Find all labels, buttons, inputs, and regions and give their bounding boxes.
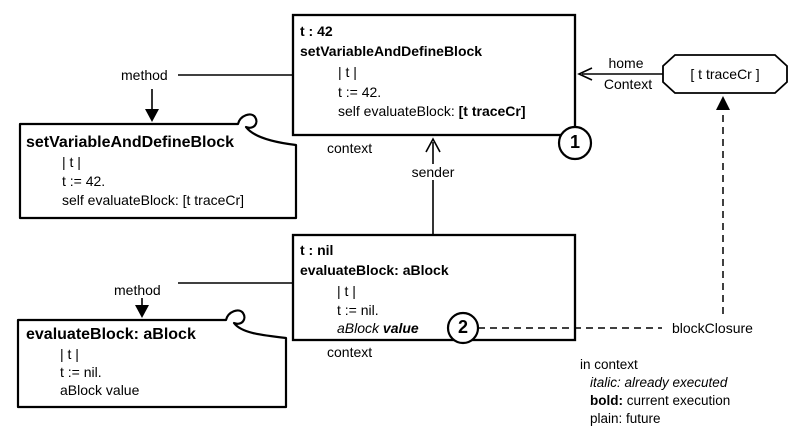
method1-arrowhead-icon — [145, 109, 159, 122]
legend-plain-line: plain: future — [590, 411, 661, 426]
block-closure-shape — [662, 54, 788, 94]
method2-label: method — [114, 282, 161, 298]
note1-line: self evaluateBlock: [t traceCr] — [62, 192, 245, 208]
badge-circle-2 — [446, 311, 480, 345]
context-label: Context — [603, 76, 653, 92]
context2-exec-line: aBlock value — [337, 320, 419, 336]
context2-exec-bold: value — [379, 320, 419, 336]
legend-italic-line: italic: already executed — [590, 375, 728, 390]
method-note1-shape — [18, 113, 298, 220]
context2-variable: t : nil — [300, 242, 334, 258]
method1-label: method — [121, 67, 168, 83]
context2-box — [291, 233, 577, 342]
context1-assignment: t := 42. — [338, 84, 382, 100]
closure-arrowhead-icon — [716, 96, 730, 110]
home-label: home — [608, 55, 644, 71]
context1-send-line: self evaluateBlock: [t traceCr] — [338, 103, 526, 119]
context1-method-name: setVariableAndDefineBlock — [300, 43, 483, 59]
legend-bold-key: bold: — [590, 393, 623, 408]
context2-exec-italic: aBlock — [337, 320, 380, 336]
context1-send-bold: [t traceCr] — [458, 103, 526, 119]
home-context-arrowhead-icon — [577, 67, 593, 81]
legend-bold-line: bold: current execution — [590, 393, 730, 409]
context2-caption: context — [327, 344, 373, 360]
note1-line: t := 42. — [62, 173, 106, 189]
note2-title: evaluateBlock: aBlock — [26, 326, 196, 343]
method2-arrowhead-icon — [135, 305, 149, 318]
sender-label: sender — [408, 164, 458, 181]
context1-box — [291, 13, 577, 137]
method-note2-shape — [16, 309, 288, 409]
block-closure-text: [ t traceCr ] — [690, 65, 760, 82]
context1-send-plain: self evaluateBlock: — [338, 103, 459, 119]
badge-circle-1 — [557, 125, 593, 161]
context1-caption: context — [327, 140, 373, 156]
context1-variable: t : 42 — [300, 23, 333, 39]
badge-2-label: 2 — [457, 317, 469, 338]
note2-line: | t | — [60, 346, 79, 362]
context1-temp-decl: | t | — [338, 64, 357, 80]
legend-title: in context — [580, 357, 638, 372]
note2-line: t := nil. — [60, 364, 102, 380]
sender-arrowhead-icon — [425, 137, 441, 153]
badge-1-label: 1 — [569, 132, 581, 153]
note1-line: | t | — [62, 154, 81, 170]
block-closure-label: blockClosure — [672, 320, 753, 336]
context2-method-name: evaluateBlock: aBlock — [300, 262, 449, 278]
context2-temp-decl: | t | — [337, 283, 356, 299]
legend-bold-rest: current execution — [623, 393, 731, 408]
note1-title: setVariableAndDefineBlock — [26, 134, 235, 151]
note2-line: aBlock value — [60, 382, 140, 398]
context2-assignment: t := nil. — [337, 302, 379, 318]
